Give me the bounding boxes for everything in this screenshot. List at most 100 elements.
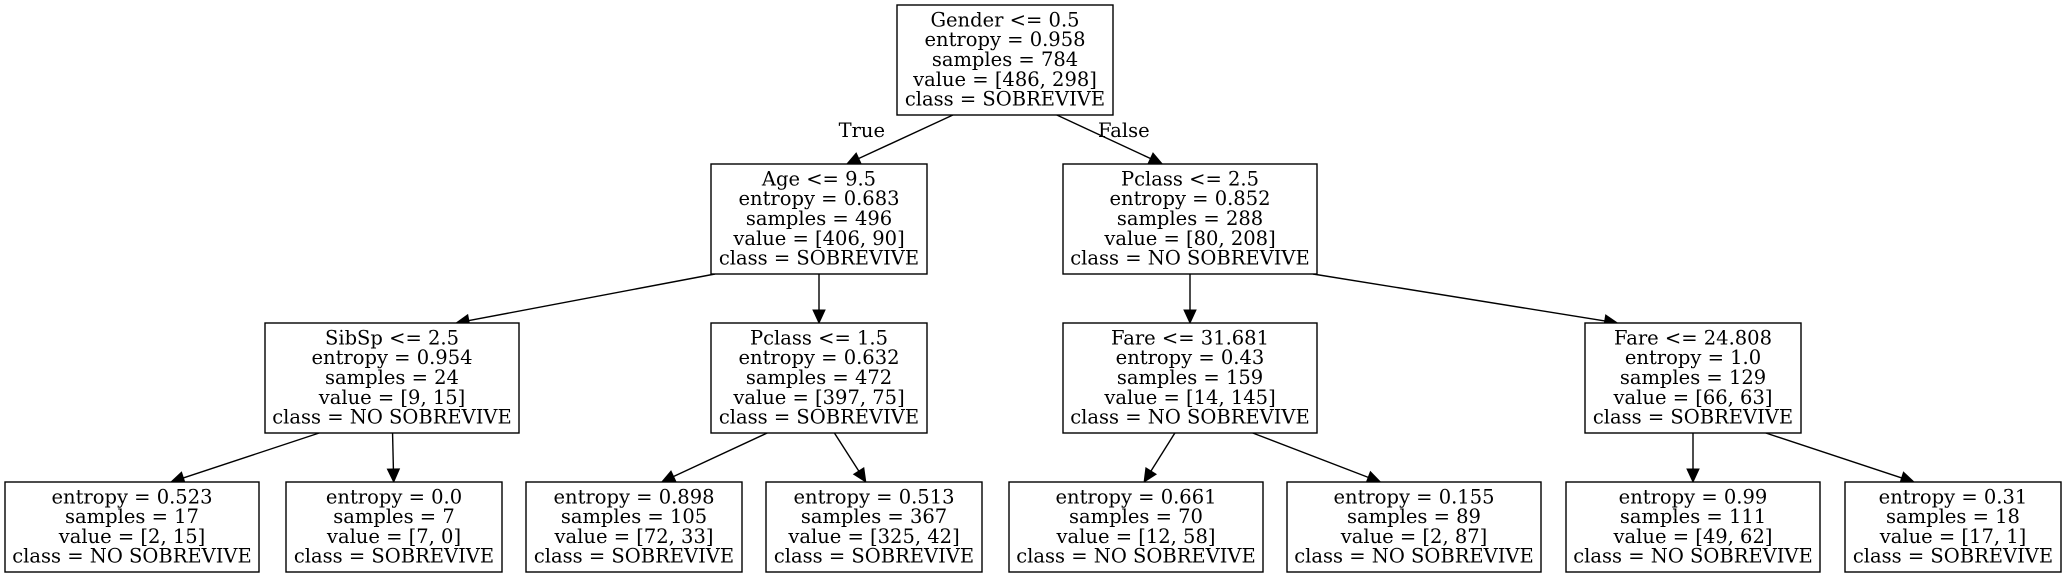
node-line: class = SOBREVIVE: [719, 247, 919, 270]
edge-line: [1150, 432, 1176, 472]
node-line: value = [72, 33]: [554, 525, 714, 548]
tree-edge: [660, 432, 768, 483]
node-line: value = [486, 298]: [912, 68, 1097, 91]
node-line: samples = 288: [1117, 207, 1263, 230]
tree-edge: [386, 432, 401, 484]
edge-line: [1312, 273, 1605, 322]
node-box: [525, 481, 743, 573]
node-line: samples = 105: [561, 505, 707, 528]
node-line: value = [9, 15]: [318, 386, 466, 409]
node-line: entropy = 0.852: [1109, 187, 1270, 210]
node-line: samples = 111: [1620, 505, 1766, 528]
node-box: [1844, 481, 2062, 573]
node-line: value = [49, 62]: [1613, 525, 1773, 548]
node-line: value = [66, 63]: [1613, 386, 1773, 409]
edge-line: [183, 432, 320, 479]
node-line: samples = 472: [746, 366, 892, 389]
node-line: samples = 496: [746, 207, 892, 230]
node-line: value = [7, 0]: [326, 525, 461, 548]
node-line: class = SOBREVIVE: [905, 88, 1105, 111]
arrow-head-icon: [1143, 466, 1158, 484]
node-line: value = [2, 15]: [58, 525, 206, 548]
node-line: samples = 159: [1117, 366, 1263, 389]
node-line: entropy = 0.155: [1333, 485, 1494, 508]
node-box: [710, 322, 928, 434]
node-line: entropy = 0.0: [326, 485, 462, 508]
node-line: Pclass <= 1.5: [750, 326, 888, 349]
node-box: [285, 481, 503, 573]
node-line: class = NO SOBREVIVE: [1016, 545, 1255, 568]
node-line: samples = 89: [1347, 505, 1481, 528]
tree-edge: [454, 273, 716, 328]
node-box: [264, 322, 520, 434]
node-line: class = NO SOBREVIVE: [272, 406, 511, 429]
node-box: [765, 481, 983, 573]
tree-edge: [1312, 273, 1619, 328]
node-line: entropy = 0.632: [738, 346, 899, 369]
node-line: entropy = 0.898: [553, 485, 714, 508]
node-box: [1286, 481, 1542, 573]
tree-edge: [1143, 432, 1176, 484]
node-line: entropy = 0.523: [51, 485, 212, 508]
arrow-head-icon: [812, 309, 826, 325]
node-line: entropy = 0.683: [738, 187, 899, 210]
node-line: class = NO SOBREVIVE: [1573, 545, 1812, 568]
node-line: value = [406, 90]: [732, 227, 904, 250]
node-line: entropy = 0.513: [793, 485, 954, 508]
edge-line: [1252, 432, 1369, 478]
edge-line: [391, 432, 395, 470]
tree-edge: True: [839, 114, 954, 165]
edge-line: [468, 273, 716, 322]
node-line: value = [2, 87]: [1340, 525, 1488, 548]
arrow-head-icon: [1183, 309, 1197, 325]
node-line: entropy = 0.99: [1619, 485, 1768, 508]
node-line: Age <= 9.5: [761, 167, 876, 190]
node-line: value = [14, 145]: [1103, 386, 1275, 409]
node-line: value = [80, 208]: [1103, 227, 1275, 250]
node-line: value = [17, 1]: [1879, 525, 2027, 548]
node-line: entropy = 0.954: [311, 346, 472, 369]
tree-edge: [1183, 274, 1197, 325]
tree-edge: [1252, 432, 1382, 484]
node-line: class = NO SOBREVIVE: [1070, 247, 1309, 270]
node-line: Gender <= 0.5: [930, 8, 1079, 31]
node-line: samples = 129: [1620, 366, 1766, 389]
node-line: class = SOBREVIVE: [1853, 545, 2053, 568]
node-box: [1062, 163, 1318, 275]
arrow-head-icon: [845, 152, 862, 165]
edge-line: [833, 432, 860, 472]
arrow-head-icon: [1147, 152, 1164, 165]
node-line: entropy = 0.661: [1055, 485, 1216, 508]
node-line: class = NO SOBREVIVE: [12, 545, 251, 568]
arrow-head-icon: [852, 466, 867, 484]
node-line: samples = 7: [333, 505, 455, 528]
node-line: Pclass <= 2.5: [1121, 167, 1259, 190]
node-line: class = NO SOBREVIVE: [1070, 406, 1309, 429]
node-box: [4, 481, 260, 573]
node-line: value = [397, 75]: [732, 386, 904, 409]
node-line: class = SOBREVIVE: [774, 545, 974, 568]
node-line: samples = 784: [932, 48, 1078, 71]
node-line: samples = 18: [1886, 505, 2020, 528]
node-box: [1008, 481, 1264, 573]
arrow-head-icon: [1686, 468, 1700, 484]
node-line: Fare <= 31.681: [1111, 326, 1269, 349]
node-line: samples = 24: [325, 366, 459, 389]
node-box: [1584, 322, 1802, 434]
tree-edge: [812, 274, 826, 325]
edge-line: [1056, 114, 1151, 160]
node-line: samples = 367: [801, 505, 947, 528]
edge-label: False: [1098, 119, 1150, 142]
node-box: [1565, 481, 1821, 573]
